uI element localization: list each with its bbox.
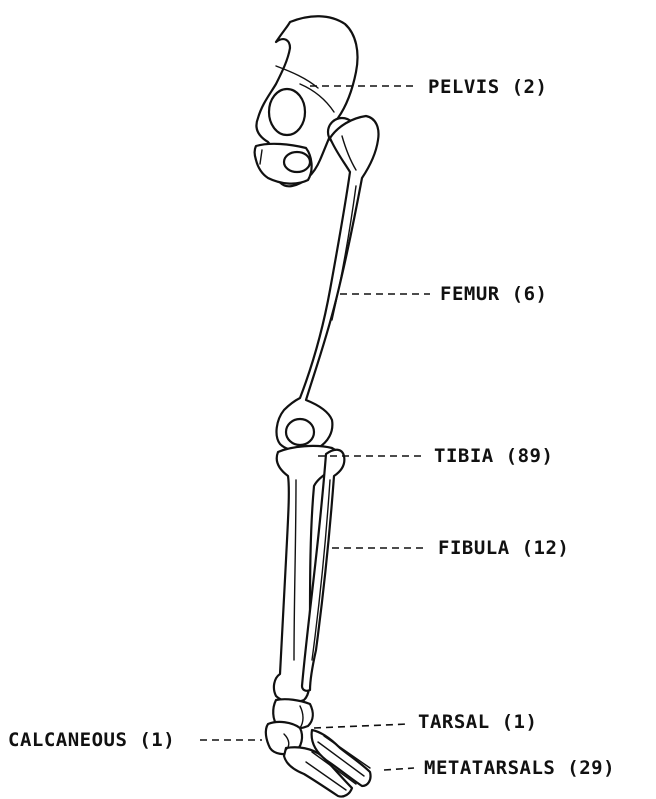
metatarsals-leader [384,768,414,770]
foot-bones [266,699,371,796]
tarsal-leader [314,724,408,728]
label-metatarsals: METATARSALS (29) [424,757,615,779]
label-tarsal: TARSAL (1) [418,711,537,733]
label-fibula: FIBULA (12) [438,537,569,559]
label-tibia: TIBIA (89) [434,445,553,467]
label-femur: FEMUR (6) [440,283,547,305]
label-pelvis: PELVIS (2) [428,76,547,98]
label-calcaneous: CALCANEOUS (1) [8,729,175,751]
